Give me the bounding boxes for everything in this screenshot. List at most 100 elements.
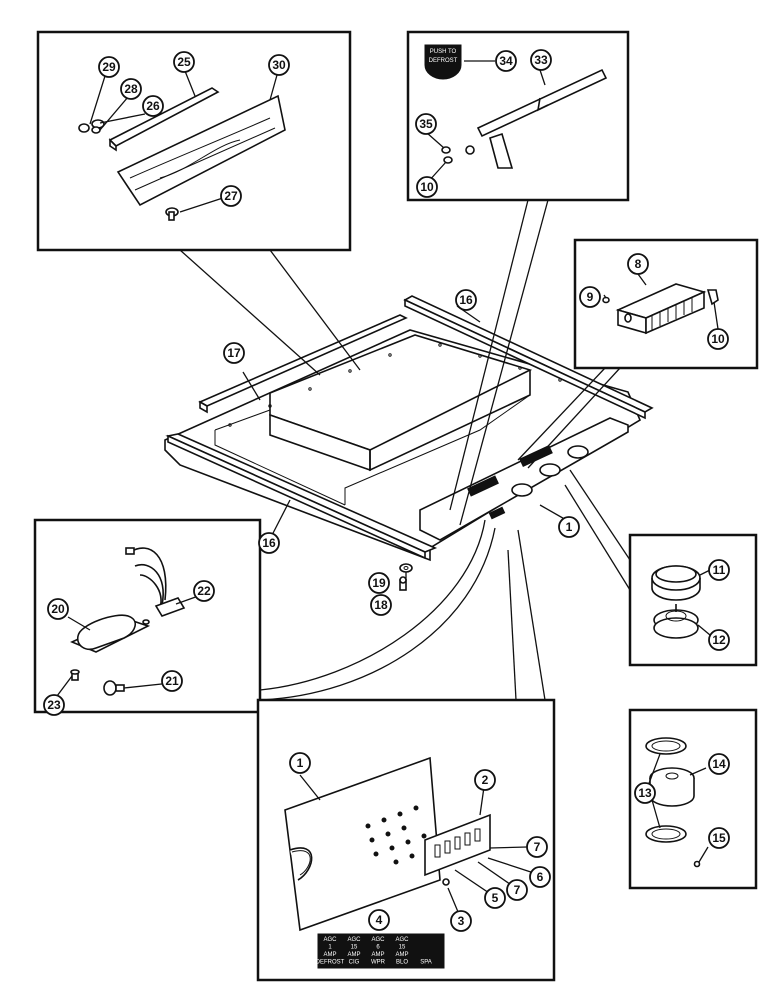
callout-30: 30 [268, 54, 290, 76]
fuse-decal-cell: 15 [351, 945, 358, 951]
callout-15: 15 [708, 827, 730, 849]
vent-louver-8 [615, 283, 707, 335]
svg-text:5: 5 [492, 891, 499, 905]
roof-panel-assembly [164, 329, 642, 562]
callout-20: 20 [47, 598, 69, 620]
callout-22: 22 [193, 580, 215, 602]
svg-text:29: 29 [102, 60, 116, 74]
switch-22 [154, 597, 186, 617]
callout-14: 14 [708, 753, 730, 775]
defrost-decal-line2: DEFROST [429, 58, 458, 64]
svg-text:16: 16 [459, 293, 473, 307]
callout-33: 33 [530, 49, 552, 71]
fuse-decal-cell: 6 [376, 945, 380, 951]
defrost-decal-34: PUSH TO DEFROST [424, 44, 462, 80]
switch-bracket-33 [465, 68, 608, 169]
svg-text:11: 11 [713, 563, 726, 577]
screw-15 [693, 860, 701, 868]
svg-text:19: 19 [372, 576, 386, 590]
svg-text:23: 23 [47, 698, 61, 712]
callout-13: 13 [634, 782, 656, 804]
speaker-12 [653, 604, 699, 639]
fuse-decal-cell: SPA [420, 960, 432, 966]
callout-21: 21 [161, 670, 183, 692]
fuse-decal-cell: 15 [399, 945, 406, 951]
svg-text:25: 25 [177, 55, 191, 69]
svg-text:28: 28 [124, 82, 138, 96]
panel-1-detail [284, 756, 441, 932]
callout-2: 2 [474, 769, 496, 791]
callout-19: 19 [368, 572, 390, 594]
fuse-decal-cell: BLO [396, 960, 408, 966]
callout-1-main: 1 [558, 516, 580, 538]
svg-text:18: 18 [374, 598, 388, 612]
bezel-11 [651, 565, 701, 601]
screw-27 [165, 207, 179, 221]
screw-3 [442, 878, 450, 886]
fuse-decal-cell: WPR [371, 960, 386, 966]
fuse-block-2 [424, 813, 491, 877]
callout-25: 25 [173, 51, 195, 73]
svg-text:33: 33 [534, 53, 548, 67]
svg-text:7: 7 [514, 883, 521, 897]
ring-13-bottom [645, 825, 687, 843]
svg-text:1: 1 [297, 756, 304, 770]
screw-10-defrost [443, 156, 453, 164]
fuse-decal-cell: AGC [323, 937, 337, 943]
svg-text:10: 10 [420, 180, 434, 194]
callout-5: 5 [484, 887, 506, 909]
detail-box-speaker [564, 469, 758, 667]
screw-9 [602, 296, 610, 304]
fuse-decal-cell: AMP [371, 952, 384, 958]
callout-9: 9 [579, 286, 601, 308]
svg-text:20: 20 [51, 602, 65, 616]
fuse-decal-cell: AGC [395, 937, 409, 943]
callout-28: 28 [120, 78, 142, 100]
svg-text:35: 35 [419, 117, 433, 131]
fuse-decal-cell: AGC [371, 937, 385, 943]
svg-text:22: 22 [197, 584, 211, 598]
svg-text:17: 17 [227, 346, 241, 360]
callout-4: 4 [368, 909, 390, 931]
fuse-decal-cell: DEFROST [316, 960, 345, 966]
svg-text:10: 10 [711, 332, 725, 346]
callout-18: 18 [370, 594, 392, 616]
clip-35 [441, 146, 451, 154]
fuse-decal-cell: CIG [349, 960, 360, 966]
svg-text:8: 8 [635, 257, 642, 271]
callout-11: 11 [708, 559, 730, 581]
svg-text:4: 4 [376, 913, 383, 927]
svg-text:14: 14 [712, 757, 726, 771]
callout-7-upper: 7 [526, 836, 548, 858]
lamp-housing-14 [649, 767, 695, 807]
dome-lens-20 [70, 614, 151, 653]
svg-text:34: 34 [499, 54, 513, 68]
washer-29 [78, 123, 90, 133]
clip-10-vent [706, 289, 719, 306]
bolt-18 [399, 576, 407, 591]
callout-16-right: 16 [455, 289, 477, 311]
callout-12: 12 [708, 629, 730, 651]
svg-text:26: 26 [146, 99, 160, 113]
detail-box-headliner-trim [36, 30, 361, 376]
svg-text:30: 30 [272, 58, 286, 72]
callout-10-defrost: 10 [416, 176, 438, 198]
svg-text:15: 15 [712, 831, 726, 845]
bulb-21 [103, 680, 125, 696]
svg-text:3: 3 [458, 914, 465, 928]
nut-28 [91, 126, 101, 134]
callout-7-lower: 7 [506, 879, 528, 901]
svg-text:9: 9 [587, 290, 594, 304]
svg-text:27: 27 [224, 189, 238, 203]
trim-molding-30 [116, 94, 286, 207]
svg-text:7: 7 [534, 840, 541, 854]
callout-17: 17 [223, 342, 245, 364]
svg-text:2: 2 [482, 773, 489, 787]
ring-13-top [645, 737, 687, 755]
svg-text:16: 16 [262, 536, 276, 550]
svg-text:1: 1 [566, 520, 573, 534]
fuse-decal-cell: AMP [395, 952, 408, 958]
svg-text:21: 21 [165, 674, 179, 688]
